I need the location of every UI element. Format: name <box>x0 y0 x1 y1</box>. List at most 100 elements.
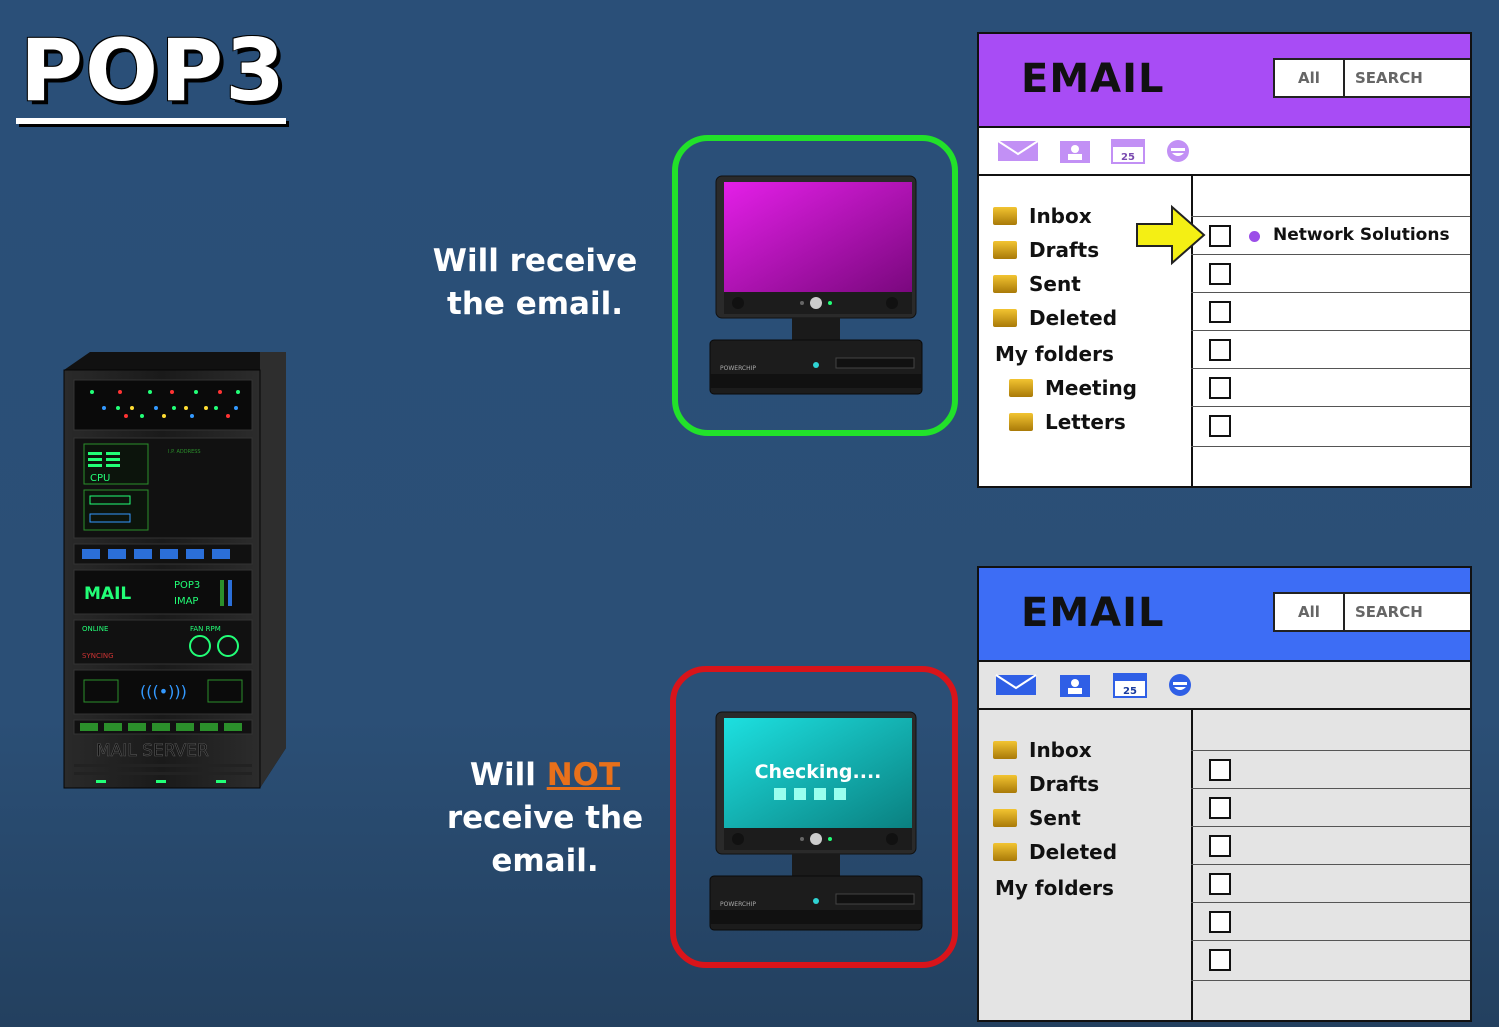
folder-icon <box>993 207 1017 225</box>
message-row[interactable] <box>1191 750 1470 789</box>
smiley-icon[interactable] <box>1167 672 1193 698</box>
folder-inbox[interactable]: Inbox <box>993 204 1092 228</box>
folder-icon <box>993 775 1017 793</box>
message-checkbox[interactable] <box>1209 263 1231 285</box>
caption-will-receive: Will receive the email. <box>432 243 638 322</box>
folder-sent[interactable]: Sent <box>993 272 1081 296</box>
folder-sent[interactable]: Sent <box>993 806 1081 830</box>
monitor-screen <box>724 182 912 292</box>
envelope-icon[interactable] <box>995 674 1037 696</box>
folder-inbox[interactable]: Inbox <box>993 738 1092 762</box>
not-emphasis: NOT <box>546 757 621 793</box>
email-header: EMAIL All SEARCH <box>979 34 1470 128</box>
search-box[interactable]: All SEARCH <box>1273 592 1470 632</box>
ip-label: I.P. ADDRESS <box>168 449 201 455</box>
message-checkbox[interactable] <box>1209 225 1231 247</box>
folder-icon <box>993 275 1017 293</box>
folder-icon <box>1009 379 1033 397</box>
my-folders-heading: My folders <box>995 342 1114 366</box>
led-lights-panel <box>90 390 240 418</box>
message-row[interactable] <box>1191 902 1470 941</box>
message-row[interactable] <box>1191 864 1470 903</box>
search-all-button[interactable]: All <box>1275 594 1345 630</box>
folder-icon <box>993 309 1017 327</box>
folder-letters[interactable]: Letters <box>1009 410 1126 434</box>
message-checkbox[interactable] <box>1209 911 1231 933</box>
envelope-icon[interactable] <box>997 140 1039 162</box>
folder-meeting[interactable]: Meeting <box>1009 376 1137 400</box>
message-row[interactable] <box>1191 330 1470 369</box>
message-row[interactable] <box>1191 368 1470 407</box>
search-input[interactable]: SEARCH <box>1355 69 1423 87</box>
calendar-icon[interactable]: 25 <box>1113 670 1147 698</box>
message-checkbox[interactable] <box>1209 949 1231 971</box>
folder-icon <box>1009 413 1033 431</box>
folder-sidebar: Inbox Drafts Sent Deleted My folders <box>979 710 1193 1020</box>
message-sender: Network Solutions <box>1273 225 1450 245</box>
checking-status-text: Checking.... <box>755 761 882 783</box>
message-row[interactable] <box>1191 406 1470 447</box>
folder-drafts[interactable]: Drafts <box>993 772 1099 796</box>
message-checkbox[interactable] <box>1209 377 1231 399</box>
message-checkbox[interactable] <box>1209 759 1231 781</box>
message-row[interactable]: Network Solutions <box>1191 216 1470 255</box>
yellow-arrow-icon <box>1136 204 1206 266</box>
syncing-label: SYNCING <box>82 652 114 660</box>
unread-dot <box>1249 231 1260 242</box>
svg-text:(((•))): (((•))) <box>140 682 187 701</box>
caption-suffix: receive the email. <box>446 800 644 879</box>
folder-icon <box>993 741 1017 759</box>
caption-will-not-receive: Will NOT receive the email. <box>430 754 660 883</box>
folder-drafts[interactable]: Drafts <box>993 238 1099 262</box>
email-toolbar: 25 <box>979 662 1470 710</box>
computer-receiving: POWERCHIP <box>709 175 923 395</box>
fan-label: FAN RPM <box>190 625 221 633</box>
folder-deleted[interactable]: Deleted <box>993 306 1117 330</box>
email-toolbar: 25 <box>979 128 1470 176</box>
caption-prefix: Will <box>469 757 547 793</box>
calendar-icon[interactable]: 25 <box>1111 136 1145 164</box>
folder-icon <box>993 809 1017 827</box>
search-input[interactable]: SEARCH <box>1355 603 1423 621</box>
email-header: EMAIL All SEARCH <box>979 568 1470 662</box>
search-box[interactable]: All SEARCH <box>1273 58 1470 98</box>
smiley-icon[interactable] <box>1165 138 1191 164</box>
online-label: ONLINE <box>82 625 108 633</box>
pop3-label: POP3 <box>174 580 200 591</box>
message-checkbox[interactable] <box>1209 873 1231 895</box>
folder-sidebar: Inbox Drafts Sent Deleted My folders Mee… <box>979 176 1193 486</box>
computer-checking: Checking.... POWERCHIP <box>709 711 923 931</box>
message-checkbox[interactable] <box>1209 301 1231 323</box>
message-row[interactable] <box>1191 788 1470 827</box>
mail-label: MAIL <box>84 584 131 604</box>
list-header-row <box>1191 710 1470 751</box>
non-receiving-computer-frame <box>670 666 958 968</box>
brand-label: POWERCHIP <box>720 365 756 372</box>
message-checkbox[interactable] <box>1209 835 1231 857</box>
email-panel-not-receiving: EMAIL All SEARCH 25 Inbox Drafts Sent De… <box>977 566 1472 1022</box>
mail-server-rack: CPU I.P. ADDRESS MAIL POP3 IMAP ONLINE F… <box>63 352 286 789</box>
message-row[interactable] <box>1191 292 1470 331</box>
folder-icon <box>993 241 1017 259</box>
folder-deleted[interactable]: Deleted <box>993 840 1117 864</box>
imap-label: IMAP <box>174 596 198 607</box>
message-row[interactable] <box>1191 254 1470 293</box>
receiving-computer-frame <box>672 135 958 436</box>
message-checkbox[interactable] <box>1209 339 1231 361</box>
page-title: POP3 <box>20 21 288 121</box>
calendar-day: 25 <box>1121 152 1135 163</box>
message-row[interactable] <box>1191 826 1470 865</box>
contact-card-icon[interactable] <box>1059 674 1091 698</box>
brand-label: POWERCHIP <box>720 901 756 908</box>
email-title: EMAIL <box>1021 590 1165 636</box>
contact-card-icon[interactable] <box>1059 140 1091 164</box>
calendar-day: 25 <box>1123 686 1137 697</box>
mail-server-label: MAIL SERVER <box>96 741 209 761</box>
folder-icon <box>993 843 1017 861</box>
title-underline <box>16 118 286 124</box>
message-row[interactable] <box>1191 940 1470 981</box>
message-checkbox[interactable] <box>1209 797 1231 819</box>
search-all-button[interactable]: All <box>1275 60 1345 96</box>
message-checkbox[interactable] <box>1209 415 1231 437</box>
monitor-screen <box>724 718 912 828</box>
